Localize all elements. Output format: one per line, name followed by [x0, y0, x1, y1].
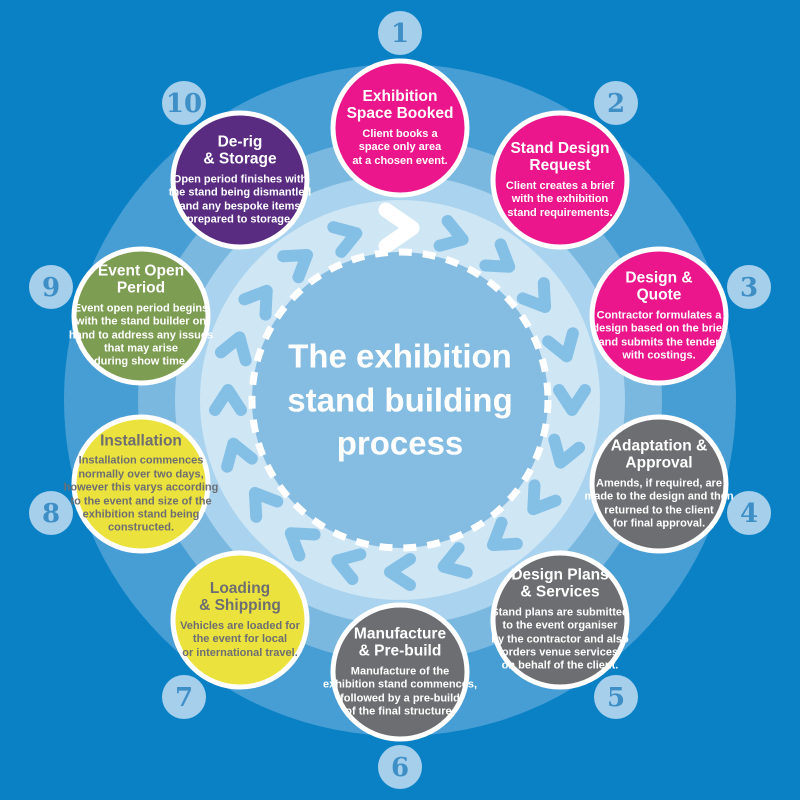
- chevron-highlight-icon: [378, 202, 420, 254]
- badge-4-circle: [727, 491, 771, 535]
- badge-2-circle: [594, 81, 638, 125]
- badge-7-number: 7: [175, 683, 193, 713]
- badge-3-number: 3: [740, 273, 758, 303]
- number-badges: [29, 11, 771, 789]
- badge-4-number: 4: [740, 499, 758, 529]
- step-9-circle: [71, 246, 211, 386]
- badge-5-circle: [594, 675, 638, 719]
- step-8-circle: [71, 414, 211, 554]
- badge-5-number: 5: [607, 683, 625, 713]
- step-5-circle: [490, 550, 630, 690]
- step-3-circle: [589, 246, 729, 386]
- step-7-circle: [170, 550, 310, 690]
- badge-7-circle: [162, 675, 206, 719]
- badge-numbers: 1 2 3 4 5 6 7 8 9 10: [42, 19, 758, 783]
- badge-9-number: 9: [42, 273, 60, 303]
- step-6-circle: [330, 602, 470, 742]
- step-2-circle: [490, 110, 630, 250]
- badge-1-number: 1: [391, 19, 409, 49]
- badge-6-number: 6: [391, 753, 409, 783]
- badge-1-circle: [378, 11, 422, 55]
- step-10-circle: [170, 110, 310, 250]
- step-4-circle: [589, 414, 729, 554]
- badge-3-circle: [727, 265, 771, 309]
- badge-10-circle: [162, 81, 206, 125]
- badge-6-circle: [378, 745, 422, 789]
- badge-9-circle: [29, 265, 73, 309]
- badge-8-circle: [29, 491, 73, 535]
- badge-8-number: 8: [42, 499, 60, 529]
- center-disc: [248, 248, 552, 552]
- step-1-circle: [330, 58, 470, 198]
- badge-2-number: 2: [607, 89, 625, 119]
- badge-10-number: 10: [166, 89, 202, 119]
